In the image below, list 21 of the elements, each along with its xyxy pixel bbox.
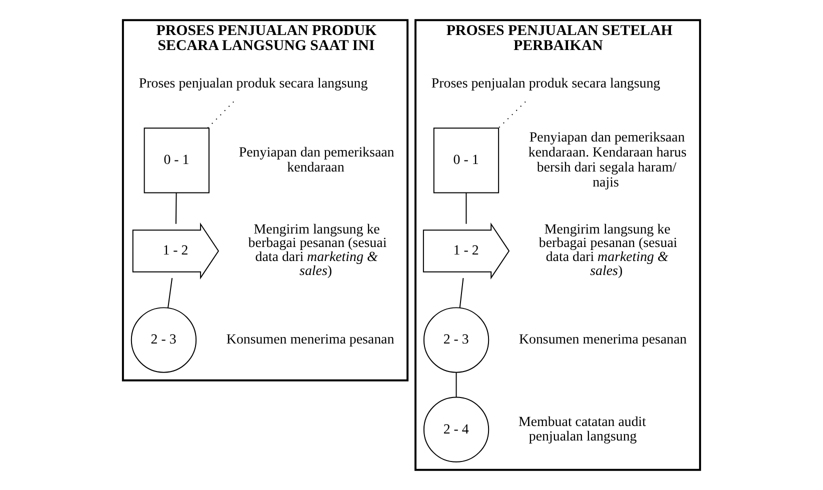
node-label: Membuat catatan audit penjualan langsung	[518, 414, 646, 445]
node-label: Penyiapan dan pemeriksaan kendaraan. Kendaraan harus bersih dari segala haram/ najis	[528, 130, 687, 190]
connector	[456, 372, 457, 398]
node-box: 0 - 1	[144, 128, 210, 194]
node-circle: 2 - 4	[423, 396, 490, 462]
node-circle: 2 - 3	[130, 307, 197, 373]
node-circle: 2 - 3	[423, 307, 490, 373]
node-text: Proses penjualan produk secara langsung	[431, 76, 660, 92]
node-label: Konsumen menerima pesanan	[518, 332, 687, 348]
connector	[466, 192, 467, 224]
connector	[498, 101, 526, 128]
node-label: Mengirim langsung ke berbagai pesanan (sesuai data dari marketing & sales)	[538, 222, 678, 280]
node-box: 0 - 1	[433, 128, 500, 194]
connector	[459, 278, 464, 308]
connector	[175, 192, 177, 224]
node-text: Proses penjualan produk secara langsung	[138, 76, 368, 92]
connector	[207, 101, 234, 128]
connector	[168, 278, 173, 308]
node-label: Konsumen menerima pesanan	[226, 332, 394, 348]
node-label: Penyiapan dan pemeriksaan kendaraan	[238, 146, 394, 176]
node-label: Mengirim langsung ke berbagai pesanan (sesuai data dari marketing & sales)	[248, 222, 387, 280]
